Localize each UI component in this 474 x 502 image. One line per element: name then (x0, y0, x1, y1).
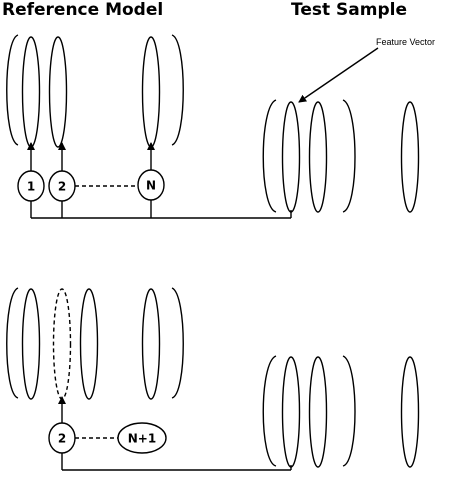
bottom-ref-frame-ellipse (79, 288, 99, 400)
bottom-ref-frame-ellipse-skipped (52, 288, 72, 400)
bottom-reference-model (6, 287, 184, 400)
bottom-nodes (48, 422, 167, 454)
bottom-ref-frame-ellipse (21, 288, 41, 400)
bottom-ref-bracket (6, 287, 19, 399)
bottom-test-frame-ellipse (400, 356, 420, 468)
top-ref-bracket (171, 34, 184, 146)
top-ref-bracket (6, 34, 19, 146)
node-n-label: N (146, 179, 156, 193)
reference-model-title: Reference Model (2, 0, 164, 20)
node-2 (48, 422, 76, 454)
top-ref-frame-ellipse (48, 36, 68, 148)
node-2 (48, 170, 76, 202)
bottom-test-bracket (262, 355, 277, 467)
node-2-label: 2 (58, 180, 66, 194)
top-test-frame-ellipse (400, 101, 420, 213)
top-connectors (30, 185, 292, 219)
bottom-ref-bracket (171, 287, 184, 399)
top-test-sample (262, 99, 420, 213)
feature-vector-label: Feature Vector (376, 37, 435, 47)
node-n-plus-1-label: N+1 (128, 432, 156, 446)
top-ref-frame-ellipse (141, 36, 161, 148)
bottom-test-frame-ellipse (308, 356, 328, 468)
node-1-label: 1 (27, 180, 35, 194)
feature-vector-arrow (298, 47, 379, 103)
node-2-label: 2 (58, 432, 66, 446)
top-nodes (17, 169, 165, 202)
bottom-connectors (61, 437, 292, 471)
node-1 (17, 170, 45, 202)
bottom-test-frame-ellipse (281, 356, 301, 468)
top-test-frame-ellipse (308, 101, 328, 213)
top-test-bracket (342, 99, 356, 213)
top-node-arrows (27, 142, 155, 172)
top-ref-frame-ellipse (21, 36, 41, 148)
top-reference-model (6, 34, 184, 148)
bottom-test-bracket (342, 355, 356, 467)
top-test-frame-ellipse (281, 101, 301, 213)
bottom-ref-frame-ellipse (141, 288, 161, 400)
test-sample-title: Test Sample (291, 0, 407, 20)
node-n-plus-1 (117, 422, 167, 454)
bottom-test-sample (262, 355, 420, 468)
node-n (137, 169, 165, 201)
top-test-bracket (262, 99, 277, 213)
